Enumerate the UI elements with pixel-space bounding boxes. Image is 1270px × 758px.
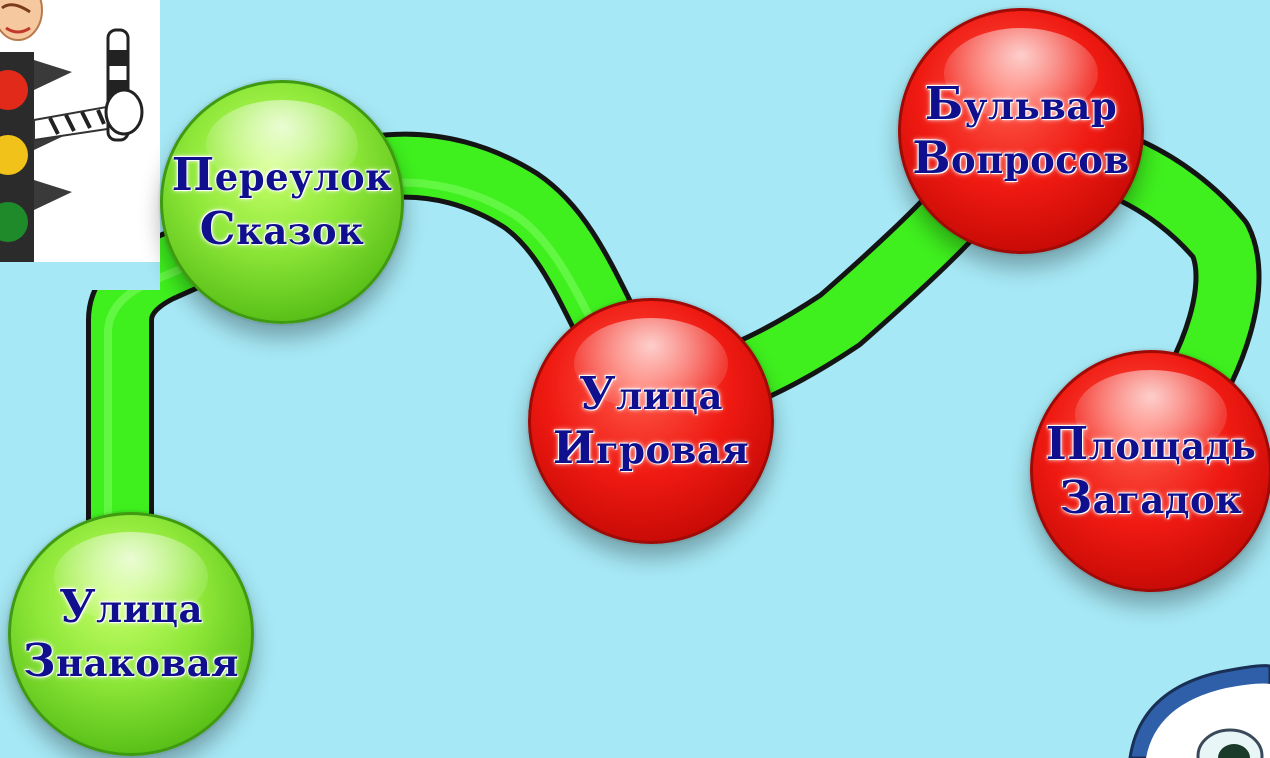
- road-highlight: [104, 178, 644, 544]
- station-label-line-1: Улица: [579, 366, 723, 420]
- station-label-line-1: Площадь: [1045, 416, 1257, 470]
- station-label-line-1: Улица: [59, 579, 203, 633]
- cartoon-car-character-icon: [1128, 664, 1270, 758]
- station-label-line-2: Знаковая: [22, 634, 240, 687]
- station-bulvar-voprosov[interactable]: Бульвар Вопросов: [898, 8, 1144, 254]
- station-label-line-2: Вопросов: [912, 131, 1130, 184]
- station-ulitsa-igrovaya[interactable]: Улица Игровая: [528, 298, 774, 544]
- station-label-line-2: Сказок: [199, 202, 365, 255]
- station-label-line-1: Переулок: [171, 147, 393, 201]
- station-ploshchad-zagadok[interactable]: Площадь Загадок: [1030, 350, 1270, 592]
- station-label-line-2: Игровая: [552, 421, 750, 474]
- station-ulitsa-znakovaya[interactable]: Улица Знаковая: [8, 512, 254, 756]
- station-label-line-1: Бульвар: [924, 76, 1118, 130]
- station-label-line-2: Загадок: [1059, 471, 1243, 524]
- traffic-light-character-icon: [0, 0, 160, 290]
- station-pereulok-skazok[interactable]: Переулок Сказок: [160, 80, 404, 324]
